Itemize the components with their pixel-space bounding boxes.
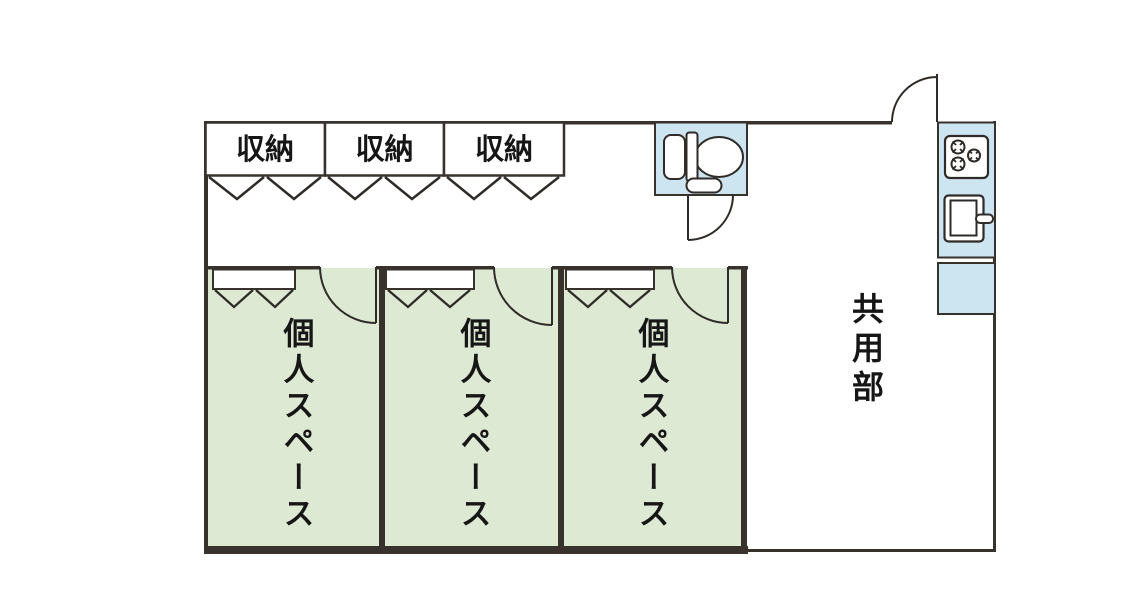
wall-rooms-top-segment	[552, 266, 672, 270]
door-swing-arc-icon	[891, 74, 938, 123]
storage-cabinet-box	[442, 121, 566, 177]
kitchen-counter	[937, 121, 996, 315]
common-area-label: 共用部	[847, 292, 885, 409]
storage-cabinet-box	[323, 121, 446, 177]
gas-stove-icon	[943, 134, 990, 180]
wall-right	[993, 121, 996, 552]
room-closets	[212, 268, 655, 290]
storage-label: 収納	[355, 132, 414, 166]
door-swing-arc-icon	[319, 266, 729, 326]
kitchen-counter-box-lower	[937, 262, 996, 315]
wall-room-partition	[379, 266, 385, 552]
folding-door-chevron-icon	[208, 176, 560, 201]
private-room-label: 個人スペース	[454, 317, 491, 533]
closet-box	[565, 268, 655, 290]
private-room-label: 個人スペース	[632, 317, 669, 533]
private-rooms-area	[206, 268, 747, 550]
wall-bottom-rooms	[204, 546, 748, 554]
storage-cabinet-box	[204, 121, 327, 177]
closet-box	[212, 268, 296, 290]
storage-label: 収納	[474, 132, 533, 166]
toilet-icon	[663, 131, 744, 194]
closet-box	[385, 268, 475, 290]
toilet-room	[654, 121, 748, 241]
wall-rooms-top-segment	[204, 266, 320, 270]
wall-rooms-top-segment	[376, 266, 494, 270]
folding-door-chevron-icon	[214, 289, 651, 309]
storage-cabinets	[204, 121, 566, 177]
private-room-label: 個人スペース	[277, 317, 314, 533]
wall-room-partition	[741, 266, 747, 552]
wall-room-partition	[558, 266, 564, 552]
kitchen-sink-icon	[943, 194, 994, 243]
door-swing-arc-icon	[687, 194, 734, 241]
storage-label: 収納	[235, 132, 294, 166]
wall-rooms-top-segment	[728, 266, 748, 270]
wall-left	[204, 121, 208, 554]
